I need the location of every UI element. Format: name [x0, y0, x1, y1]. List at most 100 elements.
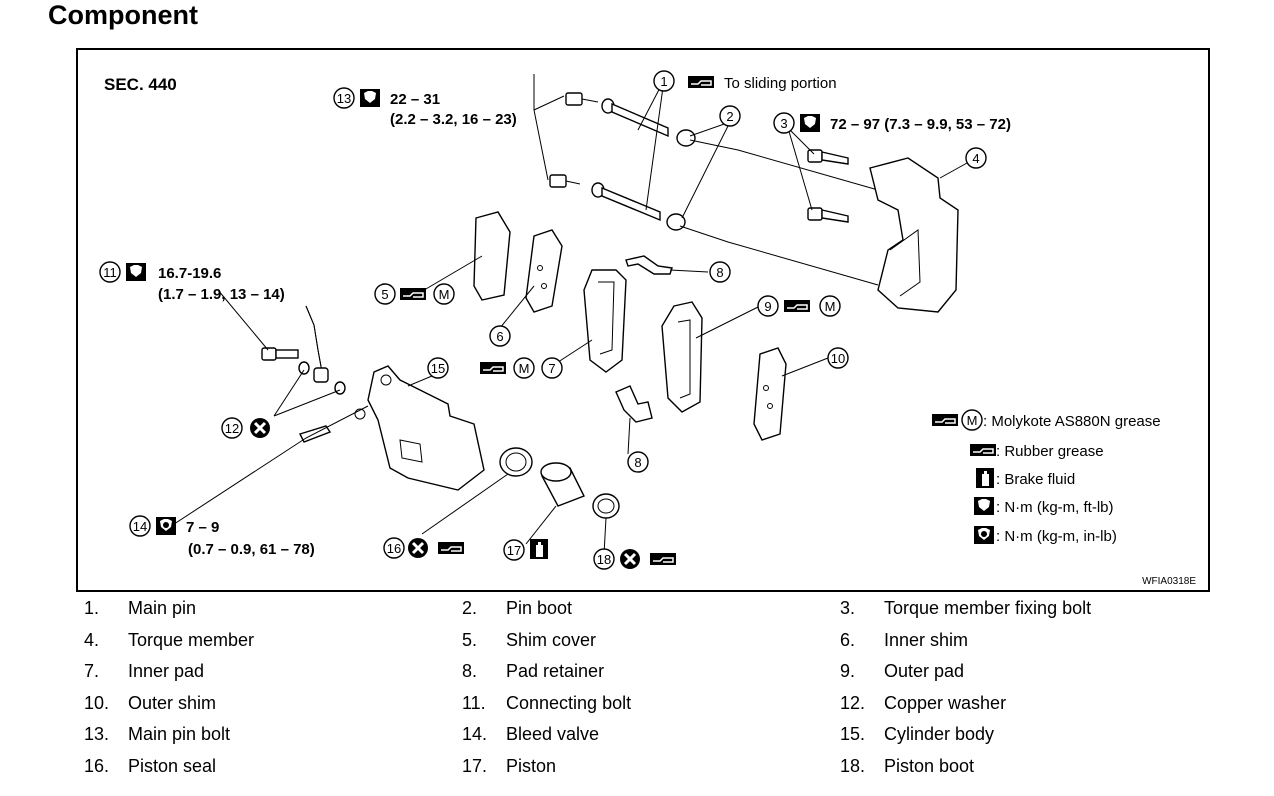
torque-14-range: (0.7 – 0.9, 61 – 78): [188, 541, 315, 558]
part-name: Bleed valve: [506, 724, 600, 745]
svg-text:12: 12: [225, 421, 239, 436]
torque-inlb-icon: [156, 517, 176, 535]
part-number: 10.: [84, 692, 110, 713]
torque-11-range: (1.7 – 1.9, 13 – 14): [158, 286, 285, 303]
piston-boot: [592, 493, 620, 519]
part-name: Piston boot: [884, 756, 975, 776]
torque-11-value: 16.7-19.6: [158, 265, 221, 282]
svg-text:11: 11: [103, 265, 117, 280]
molykote-m-icon: [819, 295, 841, 317]
callout-6: 6: [489, 325, 511, 347]
part-name: Main pin: [128, 598, 197, 618]
part-number: 12.: [840, 692, 866, 713]
legend-item: : N·m (kg-m, ft-lb): [996, 499, 1114, 516]
main-pin-lower: [591, 182, 661, 222]
part-name: Outer shim: [128, 692, 217, 713]
torque-13-value: 22 – 31: [390, 91, 440, 108]
main-pin-bolt-lower: [549, 174, 581, 188]
part-name: Cylinder body: [884, 724, 995, 745]
part-name: Piston: [506, 756, 557, 776]
svg-text:13: 13: [337, 91, 351, 106]
svg-text:10: 10: [831, 351, 845, 366]
torque-ftlb-icon: [360, 89, 380, 107]
grease-m-icon: [931, 413, 959, 427]
part-number: 1.: [84, 598, 100, 618]
callout-18: 18: [593, 548, 615, 570]
part-name: Inner pad: [128, 661, 205, 682]
part-number: 8.: [462, 661, 478, 682]
exploded-view: SEC. 440: [99, 70, 1196, 587]
rubber-grease-icon: [969, 443, 997, 457]
callout-4: 4: [965, 147, 987, 169]
part-name: Shim cover: [506, 629, 597, 650]
part-name: Outer pad: [884, 661, 965, 682]
replace-part-icon: [248, 416, 272, 440]
svg-text:5: 5: [381, 287, 388, 302]
rubber-grease-icon: [649, 552, 677, 566]
brake-fluid-icon: [976, 468, 994, 488]
svg-text:M: M: [825, 299, 836, 314]
torque-ftlb-icon: [800, 114, 820, 132]
svg-text:M: M: [967, 413, 978, 428]
legend-item: : Molykote AS880N grease: [983, 413, 1161, 430]
part-name: Pin boot: [506, 598, 573, 618]
rubber-grease-icon: [437, 541, 465, 555]
rubber-grease-icon: [479, 361, 507, 375]
part-number: 5.: [462, 629, 478, 650]
callout-8-lower: 8: [627, 451, 649, 473]
svg-text:8: 8: [634, 455, 641, 470]
torque-ftlb-icon: [974, 497, 994, 515]
main-pin-upper: [601, 98, 669, 138]
callout-16: 16: [383, 537, 405, 559]
part-number: 2.: [462, 598, 478, 618]
callout-17: 17: [503, 539, 525, 561]
cylinder-body: [367, 365, 485, 491]
pad-retainer-upper: [625, 255, 673, 275]
callout-13: 13: [333, 87, 355, 109]
part-name: Torque member: [128, 629, 255, 650]
svg-text:3: 3: [780, 116, 787, 131]
assembly-axis-upper: [689, 139, 879, 191]
legend: M : Molykote AS880N grease : Rubber grea…: [931, 409, 1161, 545]
replace-part-icon: [406, 536, 430, 560]
hose-fitting: [313, 367, 329, 383]
callout-1: 1: [653, 70, 675, 92]
main-pin-bolt-upper: [565, 92, 599, 106]
torque-member-fixing-bolt-lower: [807, 207, 849, 223]
replace-part-icon: [618, 547, 642, 571]
figure-code: WFIA0318E: [1142, 576, 1196, 587]
outer-pad: [661, 301, 703, 413]
svg-text:7: 7: [548, 361, 555, 376]
assembly-axis-lower: [679, 225, 879, 286]
part-number: 16.: [84, 756, 110, 776]
part-name: Torque member fixing bolt: [884, 598, 1092, 618]
part-number: 7.: [84, 661, 100, 682]
callout-5: 5: [374, 283, 396, 305]
legend-item: : Rubber grease: [996, 443, 1104, 460]
callout-14: 14: [129, 515, 151, 537]
callout-3: 3: [773, 112, 795, 134]
svg-text:M: M: [439, 287, 450, 302]
callout-8-upper: 8: [709, 261, 731, 283]
torque-3-value: 72 – 97 (7.3 – 9.9, 53 – 72): [830, 116, 1011, 133]
torque-member: [869, 157, 959, 313]
inner-pad: [583, 269, 627, 373]
torque-13-range: (2.2 – 3.2, 16 – 23): [390, 111, 517, 128]
callout-11: 11: [99, 261, 121, 283]
part-number: 13.: [84, 724, 110, 745]
part-number: 4.: [84, 629, 100, 650]
callout-15: 15: [427, 357, 449, 379]
part-number: 11.: [462, 692, 486, 713]
svg-text:17: 17: [507, 543, 521, 558]
part-name: Piston seal: [128, 756, 217, 776]
part-number: 14.: [462, 724, 488, 745]
component-diagram: SEC. 440: [76, 48, 1210, 592]
page-title: Component: [48, 0, 198, 30]
torque-member-fixing-bolt-upper: [807, 149, 849, 165]
copper-washer-upper: [298, 361, 310, 375]
callout-2: 2: [719, 105, 741, 127]
brake-fluid-icon: [530, 539, 548, 559]
pad-retainer-lower: [615, 385, 653, 423]
section-label: SEC. 440: [104, 75, 177, 94]
